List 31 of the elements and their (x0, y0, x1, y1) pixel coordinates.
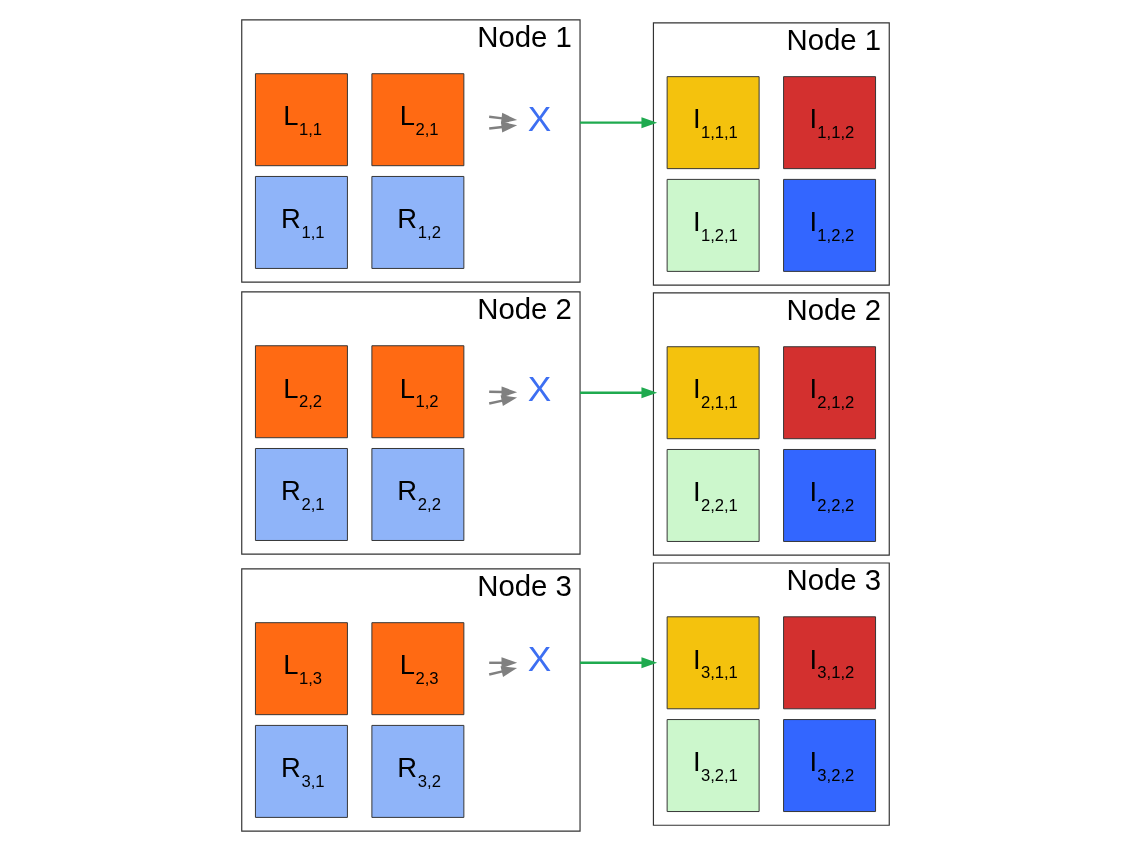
node-box: I$_{3,2,1}$ (666, 719, 760, 812)
node-box: I$_{3,1,1}$ (666, 616, 760, 710)
arrow (579, 387, 657, 399)
arrow (488, 112, 517, 133)
node-box: I$_{2,1,1}$ (666, 346, 760, 440)
node-box: L$_{1,3}$ (254, 622, 348, 716)
node-box: I$_{1,2,1}$ (666, 178, 760, 272)
node-text: X (527, 369, 551, 409)
node-text: X (527, 99, 551, 139)
arrow (579, 657, 657, 669)
node-box: R$_{2,2}$ (370, 448, 464, 541)
arrow (579, 117, 657, 129)
node-box: I$_{1,1,1}$ (666, 76, 760, 170)
node-box: I$_{1,2,2}$ (782, 178, 876, 272)
node-box: L$_{2,2}$ (254, 345, 348, 439)
node-box: I$_{1,1,2}$ (782, 76, 876, 170)
node-text: X (527, 639, 551, 679)
node-box: R$_{2,1}$ (254, 448, 348, 541)
node-box: I$_{2,2,1}$ (666, 449, 760, 542)
node-box: I$_{2,2,2}$ (782, 449, 876, 542)
node-box: R$_{1,1}$ (254, 175, 348, 269)
node-box: I$_{2,1,2}$ (782, 346, 876, 440)
node-box: R$_{3,2}$ (370, 724, 464, 818)
node-box: R$_{1,2}$ (370, 175, 464, 269)
node-box: L$_{2,1}$ (370, 73, 464, 167)
node-box: R$_{3,1}$ (254, 724, 348, 818)
node-box: I$_{3,1,2}$ (782, 616, 876, 710)
node-box: L$_{2,3}$ (370, 622, 464, 716)
node-box: L$_{1,2}$ (370, 345, 464, 439)
node-box: L$_{1,1}$ (254, 73, 348, 167)
node-box: I$_{3,2,2}$ (782, 719, 876, 812)
